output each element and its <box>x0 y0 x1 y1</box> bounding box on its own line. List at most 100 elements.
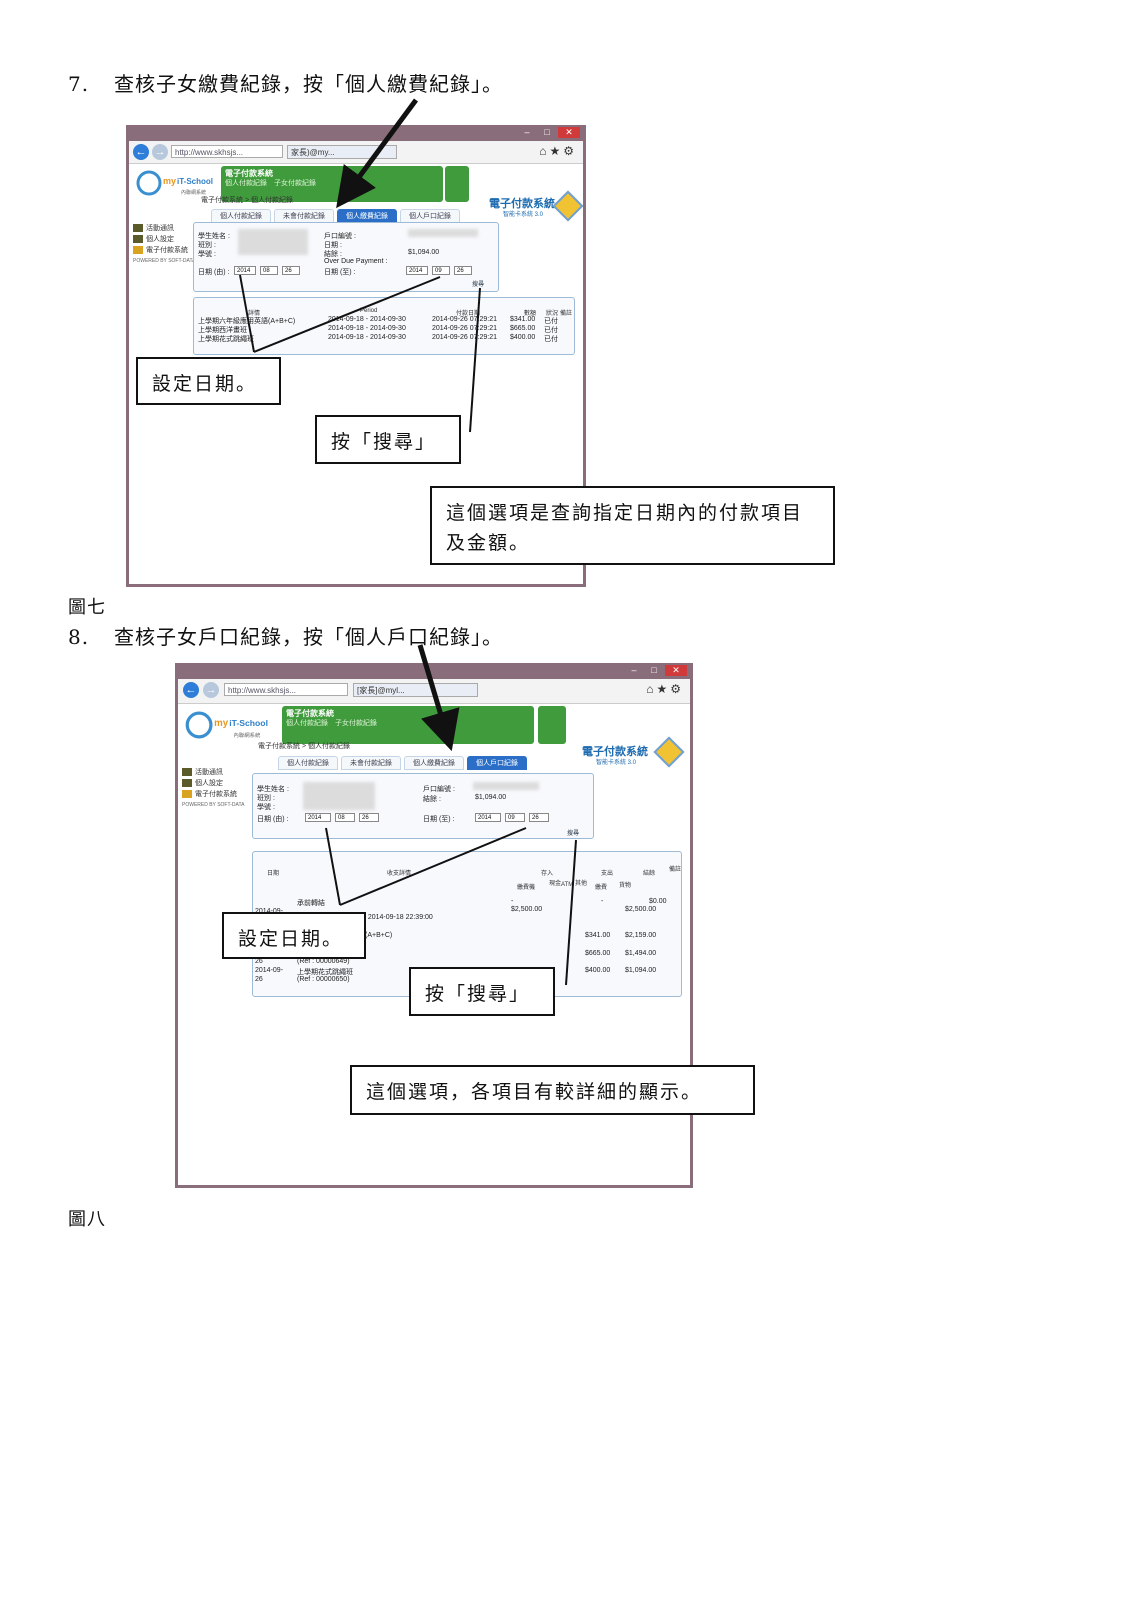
news-icon <box>133 224 143 233</box>
window-titlebar: – □ ✕ <box>178 663 690 679</box>
from-year-select[interactable]: 2014 <box>305 813 331 822</box>
col-paid-date: 付款日期 <box>456 311 481 317</box>
callout-set-date-7: 設定日期。 <box>136 357 281 405</box>
back-icon[interactable]: ← <box>183 682 199 698</box>
callout-description-8: 這個選項，各項目有較詳細的顯示。 <box>350 1065 755 1115</box>
address-bar[interactable]: http://www.skhsjs... <box>171 145 283 158</box>
sidebar-item-settings[interactable]: 個人設定 <box>133 234 201 245</box>
forward-icon[interactable]: → <box>203 682 219 698</box>
tab-personal-payment[interactable]: 個人付款紀錄 <box>278 756 338 770</box>
minimize-icon[interactable]: – <box>524 127 530 137</box>
col-expense: 支出 <box>601 871 614 877</box>
myit-school-logo-icon: my iT-School 內聯網系統 <box>136 170 213 196</box>
to-month-select[interactable]: 09 <box>432 266 450 275</box>
from-month-select[interactable]: 08 <box>335 813 355 822</box>
from-month-select[interactable]: 08 <box>260 266 278 275</box>
col-remark: 備註 <box>669 867 682 873</box>
date-from-label: 日期 (由) : <box>198 269 230 276</box>
browser-tab[interactable]: 家長)@my... <box>287 145 397 159</box>
maximize-icon[interactable]: □ <box>544 127 550 137</box>
row2-paid: 2014-09-26 07:29:21 <box>432 325 497 332</box>
from-day-select[interactable]: 26 <box>282 266 300 275</box>
to-year-select[interactable]: 2014 <box>406 266 428 275</box>
brand-title: 電子付款系統 <box>582 746 648 758</box>
to-year-select[interactable]: 2014 <box>475 813 501 822</box>
sidebar-item-news[interactable]: 活動通訊 <box>133 223 201 234</box>
step-8-instruction: 8.查核子女戶口紀錄，按「個人戶口紀錄」。 <box>68 621 503 650</box>
row1-status: 已付 <box>544 318 558 325</box>
search-button[interactable]: 搜尋 <box>472 282 485 288</box>
window-titlebar: – □ ✕ <box>129 125 583 141</box>
step-number: 7. <box>68 72 90 96</box>
close-icon[interactable]: ✕ <box>665 665 687 676</box>
to-day-select[interactable]: 26 <box>529 813 549 822</box>
row1-period: 2014-09-18 - 2014-09-30 <box>328 316 406 323</box>
overdue-label: Over Due Payment : <box>324 258 388 265</box>
sidebar: 活動通訊 個人設定 電子付款系統 POWERED BY SOFT-DATA <box>182 767 250 811</box>
search-button[interactable]: 搜尋 <box>567 831 580 837</box>
to-day-select[interactable]: 26 <box>454 266 472 275</box>
sidebar-item-news[interactable]: 活動通訊 <box>182 767 250 778</box>
system-title: 電子付款系統 <box>225 169 273 178</box>
from-day-select[interactable]: 26 <box>359 813 379 822</box>
browser-tab[interactable]: [家長]@myl... <box>353 683 478 697</box>
fee-record-table: 詳情 Period 付款日期 數額 狀況 備註 上學期六年級應用英語(A+B+C… <box>193 297 575 355</box>
browser-navbar: ← → http://www.skhsjs... 家長)@my... ⌂★⚙ <box>129 141 583 164</box>
tab-unpaid[interactable]: 未會付款紀錄 <box>341 756 401 770</box>
record-tabs: 個人付款紀錄未會付款紀錄個人繳費紀錄個人戶口紀錄 <box>211 205 463 223</box>
svg-text:my: my <box>163 176 176 186</box>
date-from-label: 日期 (由) : <box>257 816 289 823</box>
breadcrumb: 電子付款系統 > 個人付款紀錄 <box>258 743 350 750</box>
tab-personal-account[interactable]: 個人戶口紀錄 <box>400 209 460 223</box>
sidebar-item-settings[interactable]: 個人設定 <box>182 778 250 789</box>
system-menu[interactable]: 個人付款紀錄 子女付款紀錄 <box>225 180 316 187</box>
sidebar-item-payment[interactable]: 電子付款系統 <box>182 789 250 800</box>
minimize-icon[interactable]: – <box>631 665 637 675</box>
student-name-label: 學生姓名 : <box>198 233 230 240</box>
class-label: 班別 : <box>257 795 275 802</box>
row6-balance: $1,094.00 <box>625 967 657 974</box>
tab-personal-payment[interactable]: 個人付款紀錄 <box>211 209 271 223</box>
step-text: 查核子女繳費紀錄，按「個人繳費紀錄」。 <box>114 72 503 96</box>
back-icon[interactable]: ← <box>133 144 149 160</box>
account-no-label: 戶口編號 : <box>423 786 455 793</box>
redacted-account-no <box>473 782 539 790</box>
tab-unpaid[interactable]: 未會付款紀錄 <box>274 209 334 223</box>
row1-paid: 2014-09-26 07:29:21 <box>432 316 497 323</box>
redacted-account-no <box>408 229 478 237</box>
tab-personal-fee-record[interactable]: 個人繳費紀錄 <box>404 756 464 770</box>
svg-text:內聯網系統: 內聯網系統 <box>234 731 261 739</box>
address-bar[interactable]: http://www.skhsjs... <box>224 683 348 696</box>
tab-personal-account[interactable]: 個人戶口紀錄 <box>467 756 527 770</box>
forward-icon[interactable]: → <box>152 144 168 160</box>
home-star-gear-icon[interactable]: ⌂★⚙ <box>539 144 577 158</box>
col-date: 日期 <box>267 871 280 877</box>
date-label: 日期 : <box>324 242 342 249</box>
svg-text:內聯網系統: 內聯網系統 <box>181 189 206 196</box>
col-deposit: 存入 <box>541 871 554 877</box>
col-other: 其他 <box>575 881 588 887</box>
row1-detail: 承前轉結 <box>297 900 325 907</box>
brand-subtitle: 智能卡系統 3.0 <box>596 760 637 766</box>
to-month-select[interactable]: 09 <box>505 813 525 822</box>
balance-value: $1,094.00 <box>475 794 507 801</box>
col-status: 狀況 <box>546 311 559 317</box>
tab-personal-fee-record[interactable]: 個人繳費紀錄 <box>337 209 397 223</box>
balance-label: 結餘 : <box>324 251 342 258</box>
col-goods: 貨物 <box>619 883 632 889</box>
powered-by: POWERED BY SOFT-DATA <box>133 258 196 264</box>
from-year-select[interactable]: 2014 <box>234 266 256 275</box>
step-number: 8. <box>68 625 90 649</box>
close-icon[interactable]: ✕ <box>558 127 580 138</box>
row2-period: 2014-09-18 - 2014-09-30 <box>328 325 406 332</box>
home-star-gear-icon[interactable]: ⌂★⚙ <box>646 682 684 696</box>
callout-search-8: 按「搜尋」 <box>409 967 555 1016</box>
row2-amount: $665.00 <box>510 325 536 332</box>
svg-text:iT-School: iT-School <box>177 177 213 186</box>
sidebar-item-payment[interactable]: 電子付款系統 <box>133 245 201 256</box>
brand-subtitle: 智能卡系統 3.0 <box>503 212 544 218</box>
row2-deposit: $2,500.00 <box>511 906 543 913</box>
system-menu[interactable]: 個人付款紀錄 子女付款紀錄 <box>286 720 377 727</box>
maximize-icon[interactable]: □ <box>651 665 657 675</box>
row2-balance: $2,500.00 <box>625 906 657 913</box>
